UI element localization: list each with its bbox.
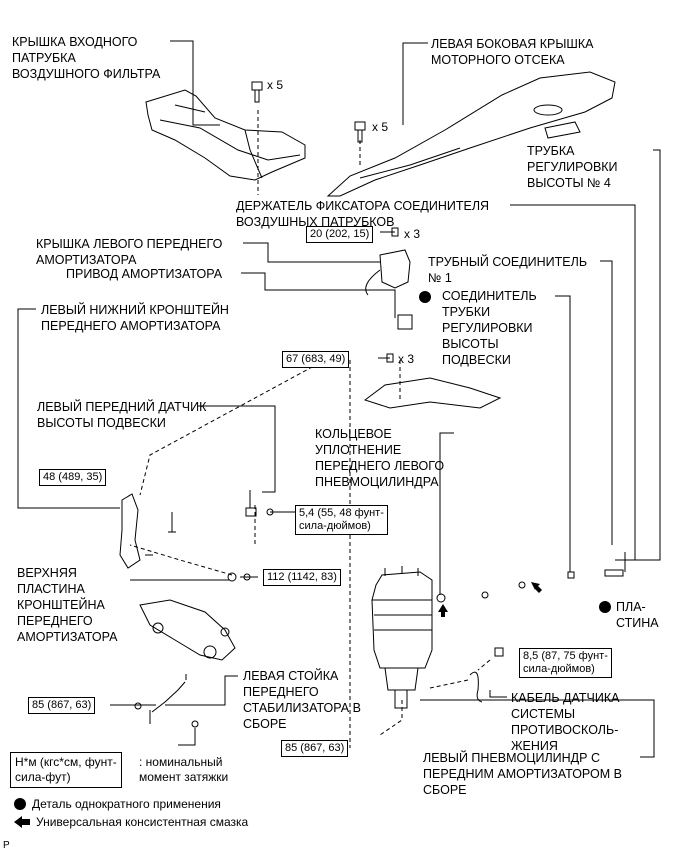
leader-damper-cover: [243, 242, 380, 263]
single-use-dot-plate: [599, 601, 611, 613]
leader-stabilizer: [165, 675, 238, 706]
count-nuts-20: x 3: [404, 227, 421, 241]
label-height-tube-4: ТРУБКА РЕГУЛИРОВКИ ВЫСОТЫ № 4: [527, 144, 618, 190]
torque-box-85-a: 85 (867, 63): [28, 697, 96, 714]
grease-arrow-1: [438, 604, 448, 617]
lower-arm-shape: [139, 599, 236, 661]
label-actuator: ПРИВОД АМОРТИЗАТОРА: [66, 267, 223, 281]
leader-tube-connector-1: [600, 260, 613, 545]
legend-single-use-text: Деталь однократного применения: [32, 797, 221, 811]
label-o-ring: КОЛЬЦЕВОЕ УПЛОТНЕНИЕ ПЕРЕДНЕГО ЛЕВОГО ПН…: [315, 427, 445, 489]
leader-lower-bracket: [17, 308, 120, 509]
upper-mount-shape: [363, 377, 502, 409]
torque-box-20: 20 (202, 15): [306, 226, 374, 243]
label-lower-bracket: ЛЕВЫЙ НИЖНИЙ КРОНШТЕЙН ПЕРЕДНЕГО АМОРТИЗ…: [41, 303, 229, 333]
count-nuts-67: x 3: [398, 352, 415, 366]
label-height-sensor: ЛЕВЫЙ ПЕРЕДНИЙ ДАТЧИК ВЫСОТЫ ПОДВЕСКИ: [37, 400, 207, 430]
label-connector-holder: ДЕРЖАТЕЛЬ ФИКСАТОРА СОЕДИНИТЕЛЯ ВОЗДУШНЫ…: [236, 199, 490, 229]
label-side-cover: ЛЕВАЯ БОКОВАЯ КРЫШКА МОТОРНОГО ОТСЕКА: [431, 37, 594, 67]
label-stabilizer: ЛЕВАЯ СТОЙКА ПЕРЕДНЕГО СТАБИЛИЗАТОРА В С…: [243, 669, 361, 731]
label-upper-plate: ВЕРХНЯЯ ПЛАСТИНА КРОНШТЕЙНА ПЕРЕДНЕГО АМ…: [17, 566, 118, 644]
leader-intake-cover: [170, 40, 220, 126]
count-bolts-side: x 5: [372, 120, 389, 134]
grease-arrow-2: [531, 582, 542, 593]
label-air-cylinder: ЛЕВЫЙ ПНЕВМОЦИЛИНДР С ПЕРЕДНИМ АМОРТИЗАТ…: [423, 751, 622, 797]
label-tube-connector-1: ТРУБНЫЙ СОЕДИНИТЕЛЬ № 1: [428, 255, 588, 285]
legend-unit-desc: : номинальный момент затяжки: [139, 755, 229, 784]
count-bolts-intake: x 5: [267, 78, 284, 92]
label-damper-cover: КРЫШКА ЛЕВОГО ПЕРЕДНЕГО АМОРТИЗАТОРА: [36, 237, 223, 267]
corner-mark: P: [3, 840, 10, 851]
cylinder-top: [371, 571, 433, 601]
torque-box-112: 112 (1142, 83): [263, 569, 341, 586]
leader-height-connector: [555, 295, 571, 572]
leader-85b: [178, 728, 196, 746]
single-use-dot-connector: [419, 291, 431, 303]
label-height-connector: СОЕДИНИТЕЛЬ ТРУБКИ РЕГУЛИРОВКИ ВЫСОТЫ ПО…: [442, 289, 537, 367]
leader-height-sensor: [198, 405, 276, 493]
torque-box-8-5: 8,5 (87, 75 фунт- сила-дюймов): [519, 648, 612, 678]
torque-box-48: 48 (489, 35): [39, 469, 107, 486]
leader-actuator: [241, 272, 396, 318]
legend-single-use-dot: [14, 798, 26, 810]
leader-air-cylinder: [420, 699, 655, 758]
label-skid-cable: КАБЕЛЬ ДАТЧИКА СИСТЕМЫ ПРОТИВОСКОЛЬ- ЖЕН…: [511, 691, 620, 753]
intake-cover-shape: [145, 89, 306, 181]
label-plate: ПЛА- СТИНА: [616, 600, 659, 630]
leader-skid-cable: [489, 690, 507, 698]
legend-grease-arrow: [14, 816, 30, 828]
lower-bracket-shape: [119, 493, 141, 569]
actuator-shape: [397, 314, 413, 330]
torque-box-5-4: 5,4 (55, 48 фунт- сила-дюймов): [295, 505, 388, 535]
legend-unit-box: Н*м (кгс*см, фунт- сила-фут): [10, 752, 122, 788]
label-intake-cover: КРЫШКА ВХОДНОГО ПАТРУБКА ВОЗДУШНОГО ФИЛЬ…: [12, 35, 161, 81]
torque-box-85-b: 85 (867, 63): [281, 740, 349, 757]
leader-o-ring: [439, 432, 454, 595]
height-sensor-shape: [245, 490, 257, 517]
legend-grease-text: Универсальная консистентная смазка: [36, 815, 249, 829]
torque-box-67: 67 (683, 49): [282, 351, 350, 368]
side-cover-shape: [326, 71, 616, 197]
leader-height-tube-4: [624, 149, 661, 568]
leader-side-cover: [402, 42, 428, 125]
damper-cover-shape: [379, 249, 411, 289]
